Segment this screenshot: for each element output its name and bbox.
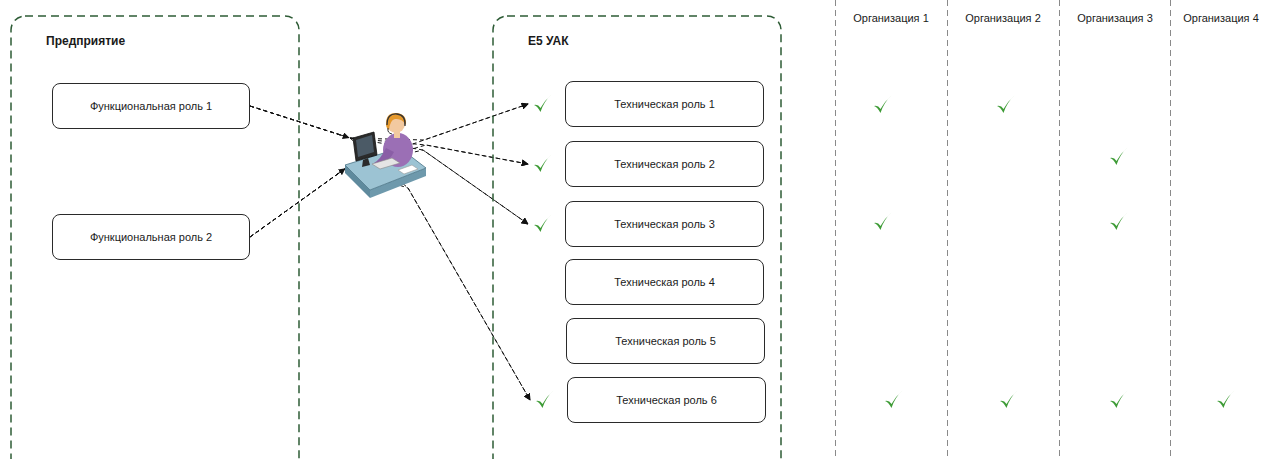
check-mark: [885, 390, 903, 408]
role-box-frame: Функциональная роль 2: [52, 214, 250, 260]
role-label: Техническая роль 5: [615, 335, 716, 347]
check-mark: [997, 95, 1015, 113]
check-mark: [1217, 390, 1235, 408]
monitor: [362, 158, 370, 167]
check-mark: [533, 213, 553, 235]
headset: [388, 128, 392, 134]
monitor: [353, 132, 377, 161]
group-title: Предприятие: [46, 34, 125, 48]
container-outline: [493, 16, 781, 459]
role-box-frame: Техническая роль 6: [567, 377, 766, 423]
role-label: Функциональная роль 1: [90, 100, 212, 112]
container-outline: [11, 16, 299, 459]
column-divider: [836, 0, 1171, 459]
role-label: Техническая роль 2: [614, 158, 715, 170]
monitor: [356, 135, 374, 157]
organization-header: Организация 2: [963, 12, 1043, 24]
role-label: Техническая роль 3: [614, 218, 715, 230]
group-container: E5 УАК Техническая роль 1 Техническая роль…: [492, 15, 782, 459]
role-box-frame: Техническая роль 3: [565, 201, 764, 247]
role-box: Техническая роль 4: [528, 259, 764, 305]
role-box: Техническая роль 5: [529, 318, 765, 364]
role-box: Техническая роль 6: [530, 377, 766, 423]
role-box-frame: Техническая роль 2: [565, 141, 764, 187]
role-box-frame: Функциональная роль 1: [52, 83, 250, 129]
check-mark: [534, 214, 552, 232]
headset: [387, 114, 405, 126]
check-mark: [1110, 147, 1128, 165]
check-mark: [534, 94, 552, 112]
check-mark: [1000, 390, 1018, 408]
role-box: Функциональная роль 1: [52, 83, 250, 129]
flow-arrow: [250, 104, 528, 140]
check-mark: [874, 95, 1235, 408]
keyboard: [372, 158, 400, 169]
check-mark: [874, 212, 892, 230]
check-mark: [1110, 212, 1128, 230]
check-mark: [534, 154, 552, 172]
flow-arrow: [250, 106, 528, 224]
group-container: ПредприятиеФункциональная роль 1 Функцион…: [10, 15, 300, 459]
check-mark: [536, 390, 554, 408]
organization-header: Организация 4: [1181, 12, 1261, 24]
role-box: Техническая роль 2: [528, 141, 764, 187]
flow-arrow: [250, 104, 528, 237]
flow-arrow: [250, 150, 528, 237]
operator-illustration: [345, 113, 426, 198]
check-mark: [535, 389, 555, 411]
role-box: Функциональная роль 2: [52, 214, 250, 260]
role-box-frame: Техническая роль 5: [566, 318, 765, 364]
column-divider: [1059, 0, 1060, 459]
check-mark: [533, 153, 553, 175]
check-mark: [874, 95, 892, 113]
role-box: Техническая роль 1: [528, 81, 764, 127]
group-title: E5 УАК: [528, 34, 569, 48]
flow-arrow: [250, 145, 528, 237]
role-label: Техническая роль 4: [614, 276, 715, 288]
column-divider: [1170, 0, 1171, 459]
person: [386, 113, 406, 130]
role-box: Техническая роль 3: [528, 201, 764, 247]
flow-arrow: [250, 106, 530, 400]
role-label: Техническая роль 6: [616, 394, 717, 406]
role-label: Техническая роль 1: [614, 98, 715, 110]
organization-header: Организация 3: [1075, 12, 1155, 24]
check-mark: [1110, 390, 1128, 408]
role-box-frame: Техническая роль 4: [565, 259, 764, 305]
role-box-frame: Техническая роль 1: [565, 81, 764, 127]
papers: [398, 165, 418, 174]
flow-arrow: [250, 168, 530, 400]
column-divider: [835, 0, 836, 459]
organization-header: Организация 1: [851, 12, 931, 24]
check-mark: [533, 93, 553, 115]
column-divider: [947, 0, 948, 459]
role-label: Функциональная роль 2: [90, 231, 212, 243]
